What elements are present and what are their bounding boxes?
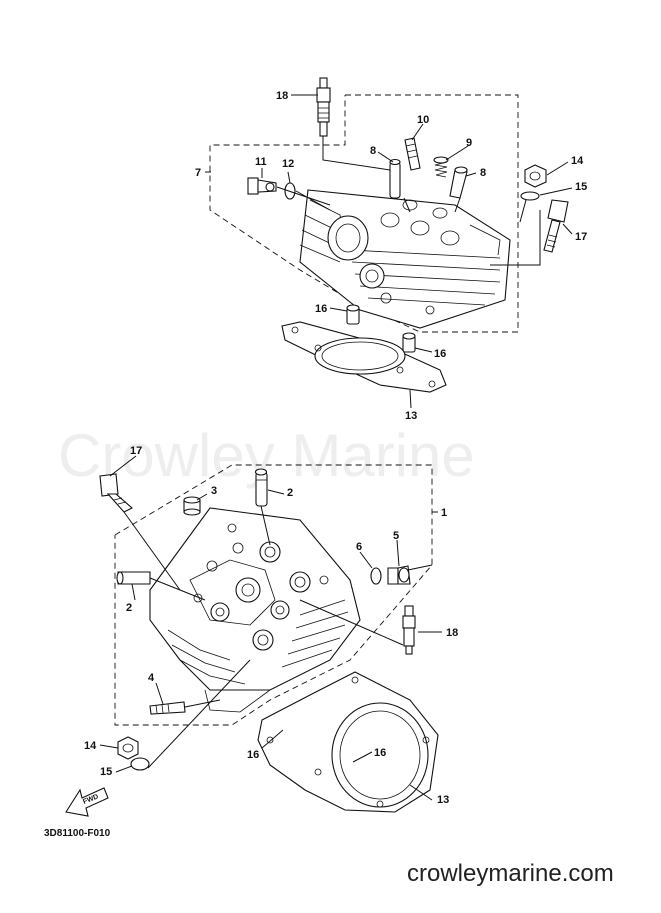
upper-assembly: [205, 77, 573, 409]
upper-head-gasket: [281, 321, 447, 393]
callout-lower-3: 3: [211, 485, 217, 497]
upper-spark-plug: [316, 77, 331, 137]
lower-group-boundary: [114, 464, 433, 726]
callout-upper-10: 10: [417, 114, 429, 126]
callout-upper-8a: 8: [370, 145, 376, 157]
callout-upper-14: 14: [571, 155, 584, 167]
lower-washer-15: [130, 757, 150, 771]
lower-stud-bolt: [149, 701, 186, 715]
callout-lower-2a: 2: [287, 487, 293, 499]
callout-lower-1: 1: [441, 507, 447, 519]
callout-upper-16a: 16: [315, 303, 327, 315]
lower-long-bolt: [99, 473, 133, 513]
callout-upper-13: 13: [405, 410, 417, 422]
upper-washer-15: [520, 191, 540, 201]
upper-dowel-right: [402, 332, 416, 353]
lower-valve-guide-top: [254, 468, 268, 507]
upper-valve-guide-right: [449, 166, 468, 199]
upper-nut: [524, 164, 547, 188]
callout-upper-16b: 16: [434, 348, 446, 360]
callout-upper-7: 7: [195, 167, 201, 179]
upper-long-bolt: [543, 199, 569, 253]
lower-head-gasket: [257, 671, 439, 813]
part-code: 3D81100-F010: [44, 828, 111, 839]
upper-valve-guide-left: [389, 158, 401, 199]
callout-lower-16b: 16: [374, 747, 386, 759]
callout-lower-6: 6: [356, 541, 362, 553]
lower-nut: [117, 736, 139, 760]
upper-cylinder-head: [299, 189, 511, 329]
upper-spring: [433, 156, 449, 178]
lower-cylinder-head: [149, 507, 361, 713]
lower-cap: [183, 496, 201, 516]
upper-group-boundary: [209, 94, 519, 333]
callout-lower-5: 5: [393, 530, 399, 542]
callout-lower-15: 15: [100, 766, 112, 778]
website-link[interactable]: crowleymarine.com: [407, 860, 614, 887]
upper-bolt: [247, 177, 277, 195]
lower-assembly: [99, 455, 442, 813]
lower-bolt: [387, 565, 411, 585]
callout-upper-11: 11: [255, 156, 267, 168]
callout-upper-12: 12: [282, 158, 294, 170]
lower-spark-plug: [402, 605, 416, 655]
callout-lower-17: 17: [130, 445, 142, 457]
callout-lower-4: 4: [148, 672, 155, 684]
callout-upper-9: 9: [466, 137, 472, 149]
callout-lower-14: 14: [84, 740, 97, 752]
callout-upper-15: 15: [575, 181, 587, 193]
upper-stud-bolt: [404, 137, 421, 171]
callout-lower-2b: 2: [126, 602, 132, 614]
callout-upper-8b: 8: [480, 167, 486, 179]
fwd-arrow-icon: FWD: [65, 787, 109, 817]
callout-lower-13: 13: [437, 794, 449, 806]
callout-upper-17: 17: [575, 231, 587, 243]
lower-washer: [370, 567, 382, 585]
callout-upper-18: 18: [276, 90, 288, 102]
callout-lower-16a: 16: [247, 749, 259, 761]
callout-lower-18: 18: [446, 627, 458, 639]
lower-valve-guide-left: [116, 571, 151, 585]
upper-dowel-left: [346, 304, 360, 325]
